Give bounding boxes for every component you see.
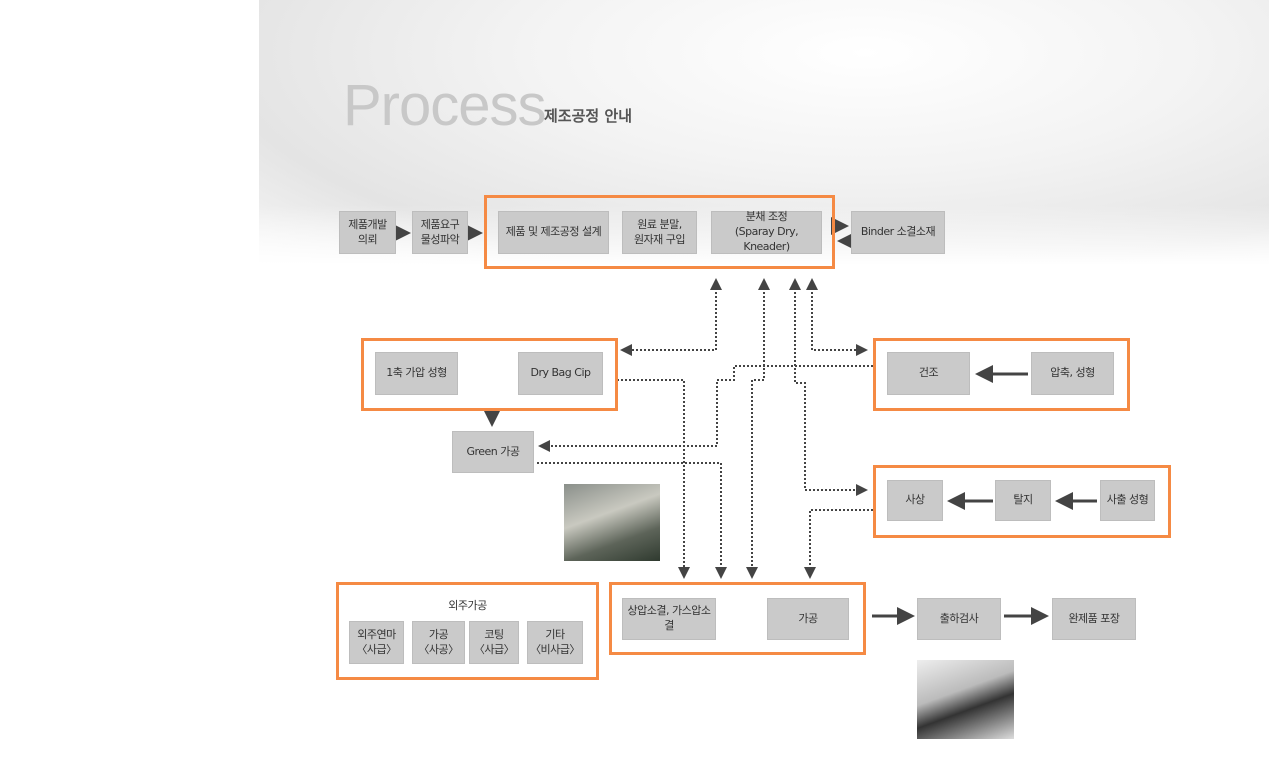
step-debinding: 탈지 (995, 480, 1051, 521)
inspection-machine-photo (917, 660, 1014, 739)
spray-dryer-photo (564, 484, 660, 561)
sintering-frame (609, 582, 866, 655)
step-dry-bag-cip: Dry Bag Cip (518, 352, 603, 395)
step-green-machining: Green 가공 (452, 431, 534, 473)
design-group-frame (484, 195, 835, 269)
step-powder-prep: 분채 조정 (Sparay Dry, Kneader) (711, 210, 822, 254)
outsource-title: 외주가공 (448, 599, 487, 612)
outsource-polishing: 외주연마 〈사급〉 (349, 621, 404, 664)
outsource-coating: 코팅 〈사급〉 (469, 621, 519, 664)
step-compression: 압축, 성형 (1031, 352, 1114, 395)
drying-frame (873, 338, 1130, 411)
step-machining: 가공 (767, 598, 849, 640)
step-uniaxial-press: 1축 가압 성형 (375, 352, 458, 395)
step-design: 제품 및 제조공정 설계 (498, 211, 609, 254)
step-drying: 건조 (887, 352, 970, 395)
page-subtitle: 제조공정 안내 (544, 107, 633, 125)
outsource-machining: 가공 〈사공〉 (412, 621, 465, 664)
page-title: Process (343, 73, 547, 138)
step-product-request: 제품개발 의뢰 (339, 211, 396, 254)
step-binder: Binder 소결소재 (851, 211, 945, 254)
step-inspection: 출하검사 (917, 598, 1001, 640)
outsource-frame (336, 582, 599, 680)
injection-frame (873, 465, 1171, 538)
step-sintering: 상압소결, 가스압소결 (622, 598, 716, 640)
step-raw-material: 원료 분말, 원자재 구입 (622, 211, 697, 254)
step-injection: 사출 성형 (1100, 480, 1155, 521)
outsource-other: 기타 〈비사급〉 (527, 621, 583, 664)
forming-frame (361, 338, 618, 411)
step-packaging: 완제품 포장 (1052, 598, 1136, 640)
step-finishing: 사상 (887, 480, 943, 521)
step-requirements: 제품요구 물성파악 (412, 211, 468, 254)
